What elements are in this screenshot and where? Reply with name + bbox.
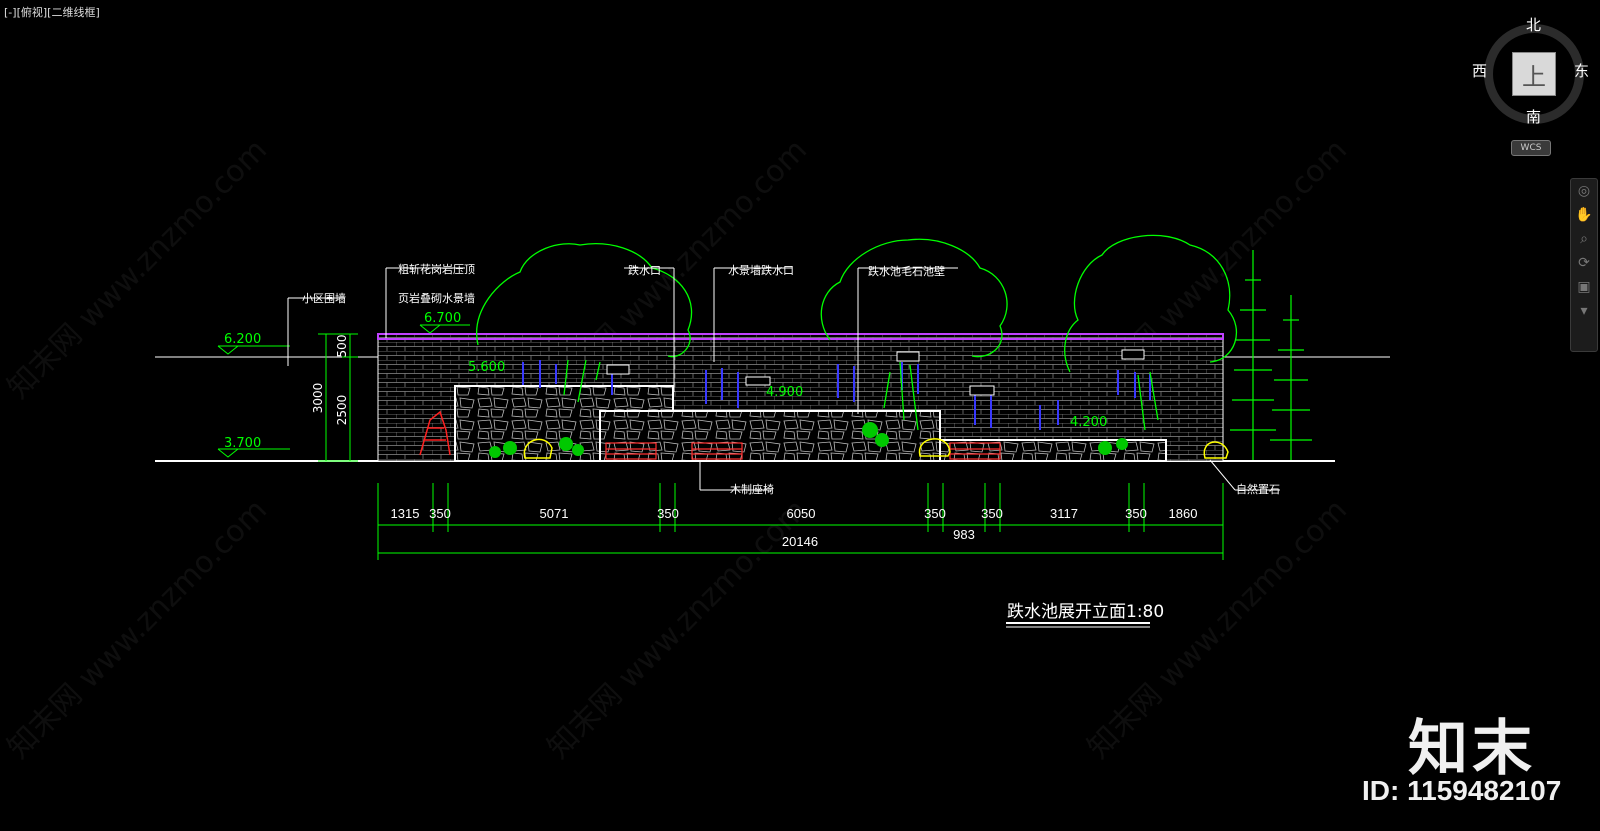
vertical-dimensions bbox=[318, 333, 358, 462]
level-markers bbox=[217, 324, 470, 458]
wood-bench-group bbox=[605, 442, 1001, 460]
wall-coping bbox=[377, 333, 1224, 340]
callout-pool-wall: 跌水池毛石池壁 bbox=[868, 264, 945, 278]
vdim-lower: 2500 bbox=[335, 395, 349, 426]
dim-2: 350 bbox=[429, 506, 451, 521]
callout-wall-overflow: 水景墙跌水口 bbox=[728, 263, 794, 277]
svg-text:知末网 www.znzmo.com: 知末网 www.znzmo.com bbox=[1081, 493, 1354, 766]
visual-style[interactable]: [二维线框] bbox=[47, 6, 100, 19]
dim-4: 350 bbox=[657, 506, 679, 521]
drawing-title: 跌水池展开立面1:80 bbox=[1007, 602, 1164, 622]
vdim-total: 3000 bbox=[311, 383, 325, 414]
viewport-controls: [-][俯视][二维线框] bbox=[4, 4, 100, 20]
svg-text:知末网 www.znzmo.com: 知末网 www.znzmo.com bbox=[1, 133, 274, 406]
natural-stones bbox=[523, 438, 1229, 459]
pan-icon[interactable]: ✋ bbox=[1575, 207, 1593, 223]
callout-overflow: 跌水口 bbox=[628, 263, 661, 277]
svg-text:知末网 www.znzmo.com: 知末网 www.znzmo.com bbox=[1, 493, 274, 766]
level-step2-label: 4.900 bbox=[766, 385, 803, 400]
brand-id: ID: 1159482107 bbox=[1362, 775, 1562, 806]
viewcube[interactable]: 上 北 南 西 东 bbox=[1472, 14, 1590, 126]
level-step3-label: 4.200 bbox=[1070, 415, 1107, 430]
level-walltop-label: 6.700 bbox=[424, 311, 461, 326]
compass-east[interactable]: 东 bbox=[1574, 62, 1590, 80]
cypress-trees bbox=[1230, 250, 1312, 460]
overflow-openings bbox=[606, 349, 1145, 396]
navigation-bar: ◎ ✋ ⌕ ⟳ ▣ ▾ bbox=[1570, 178, 1598, 352]
dim-9: 350 bbox=[1125, 506, 1147, 521]
viewcube-top-face[interactable]: 上 bbox=[1512, 52, 1556, 96]
nav-menu-icon[interactable]: ▾ bbox=[1580, 303, 1588, 319]
vdim-upper: 500 bbox=[335, 335, 349, 358]
dim-3: 5071 bbox=[540, 506, 569, 521]
wcs-menu[interactable]: WCS bbox=[1511, 140, 1551, 156]
dim-6: 350 bbox=[924, 506, 946, 521]
orbit-icon[interactable]: ⟳ bbox=[1578, 255, 1590, 271]
water-streaks bbox=[522, 360, 1151, 430]
horizontal-dimension-lines bbox=[377, 483, 1224, 560]
dim-total: 20146 bbox=[782, 534, 818, 549]
callout-leaders bbox=[287, 267, 1280, 491]
compass-west[interactable]: 西 bbox=[1472, 62, 1488, 80]
red-shrub bbox=[419, 410, 451, 456]
dim-7: 350 bbox=[981, 506, 1003, 521]
showmotion-icon[interactable]: ▣ bbox=[1577, 279, 1591, 295]
viewport-menu[interactable]: [-] bbox=[4, 6, 17, 19]
svg-text:知末网 www.znzmo.com: 知末网 www.znzmo.com bbox=[541, 493, 814, 766]
callout-shale-wall: 页岩叠砌水景墙 bbox=[398, 291, 475, 305]
callout-coping: 粗斩花岗岩压顶 bbox=[398, 262, 475, 276]
tree-outlines bbox=[476, 234, 1237, 431]
level-top-label: 6.200 bbox=[224, 332, 261, 347]
brand-logo: 知末 bbox=[1408, 714, 1536, 784]
shrubs bbox=[489, 422, 1128, 458]
dim-10: 1860 bbox=[1169, 506, 1198, 521]
callout-wall-enclosure: 小区围墙 bbox=[302, 291, 346, 305]
view-mode[interactable]: [俯视] bbox=[16, 6, 48, 19]
compass-south[interactable]: 南 bbox=[1526, 108, 1542, 126]
steering-wheel-icon[interactable]: ◎ bbox=[1577, 183, 1591, 199]
callout-wood-bench: 木制座椅 bbox=[730, 482, 774, 496]
level-bottom-label: 3.700 bbox=[224, 436, 261, 451]
callout-natural-stone: 自然置石 bbox=[1236, 482, 1280, 496]
zoom-icon[interactable]: ⌕ bbox=[1580, 231, 1588, 247]
viewcube-compass-ring[interactable] bbox=[1484, 24, 1584, 124]
dim-sub: 983 bbox=[953, 527, 975, 542]
compass-north[interactable]: 北 bbox=[1526, 16, 1542, 34]
dim-1: 1315 bbox=[391, 506, 420, 521]
dim-8: 3117 bbox=[1050, 506, 1078, 521]
level-step1-label: 5.600 bbox=[468, 360, 505, 375]
dim-5: 6050 bbox=[787, 506, 816, 521]
